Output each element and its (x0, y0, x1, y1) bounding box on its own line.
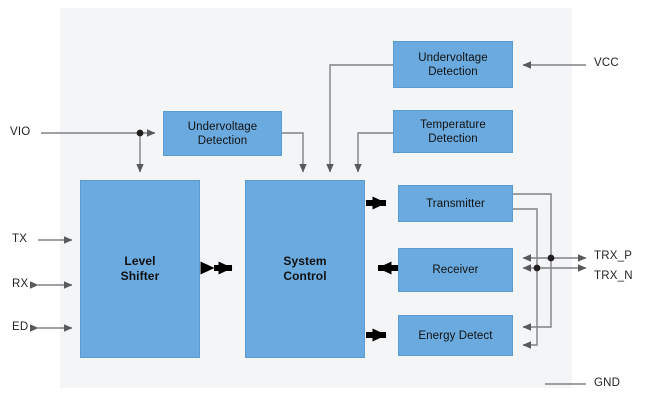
block-label-line: Level (124, 254, 156, 268)
block-label-line: System (283, 254, 327, 268)
pin-label-tx: TX (12, 233, 28, 245)
wire-transmitter-out-n (513, 208, 538, 268)
block-undervoltage-detection-vio[interactable]: Undervoltage Detection (163, 111, 282, 156)
block-label-line: Temperature (420, 118, 486, 131)
junction-dots (136, 129, 555, 272)
junction-dot-trxn (533, 264, 541, 272)
block-label-line: Shifter (120, 269, 160, 283)
block-undervoltage-detection-vcc[interactable]: Undervoltage Detection (393, 41, 513, 88)
wire-transmitter-out-p (513, 193, 552, 258)
pin-label-trx-p: TRX_P (594, 250, 633, 262)
block-label-line: Undervoltage (187, 120, 258, 133)
block-label-line: Detection (197, 134, 248, 147)
wire-temperature-to-system-control (354, 132, 393, 173)
block-receiver[interactable]: Receiver (398, 248, 513, 292)
pin-label-gnd: GND (594, 377, 621, 389)
block-label-line: Control (283, 269, 327, 283)
block-label-line: Transmitter (426, 197, 485, 210)
pin-label-vcc: VCC (594, 57, 619, 69)
pin-label-ed: ED (12, 321, 29, 333)
pin-label-rx: RX (12, 278, 29, 290)
block-label-line: Detection (428, 65, 478, 78)
block-label-line: Energy Detect (418, 329, 493, 342)
wire-undervoltage-vcc-to-system-control (326, 64, 393, 173)
wire-undervoltage-vio-to-system-control (282, 132, 307, 173)
pin-label-vio: VIO (10, 126, 31, 138)
pin-label-trx-n: TRX_N (594, 270, 633, 282)
junction-dot-trxp (547, 254, 555, 262)
block-temperature-detection[interactable]: Temperature Detection (393, 110, 513, 153)
block-label-line: Undervoltage (418, 51, 488, 64)
wire-trxn-to-energy-detect (522, 268, 538, 349)
block-transmitter[interactable]: Transmitter (398, 185, 513, 222)
block-label-line: Receiver (432, 264, 479, 276)
block-energy-detect[interactable]: Energy Detect (398, 315, 513, 356)
block-label-line: Detection (428, 132, 478, 145)
block-system-control[interactable]: System Control (245, 180, 365, 358)
wire-trxp-to-energy-detect (522, 258, 552, 331)
block-level-shifter[interactable]: Level Shifter (80, 180, 200, 358)
junction-dot-vio (136, 129, 144, 137)
